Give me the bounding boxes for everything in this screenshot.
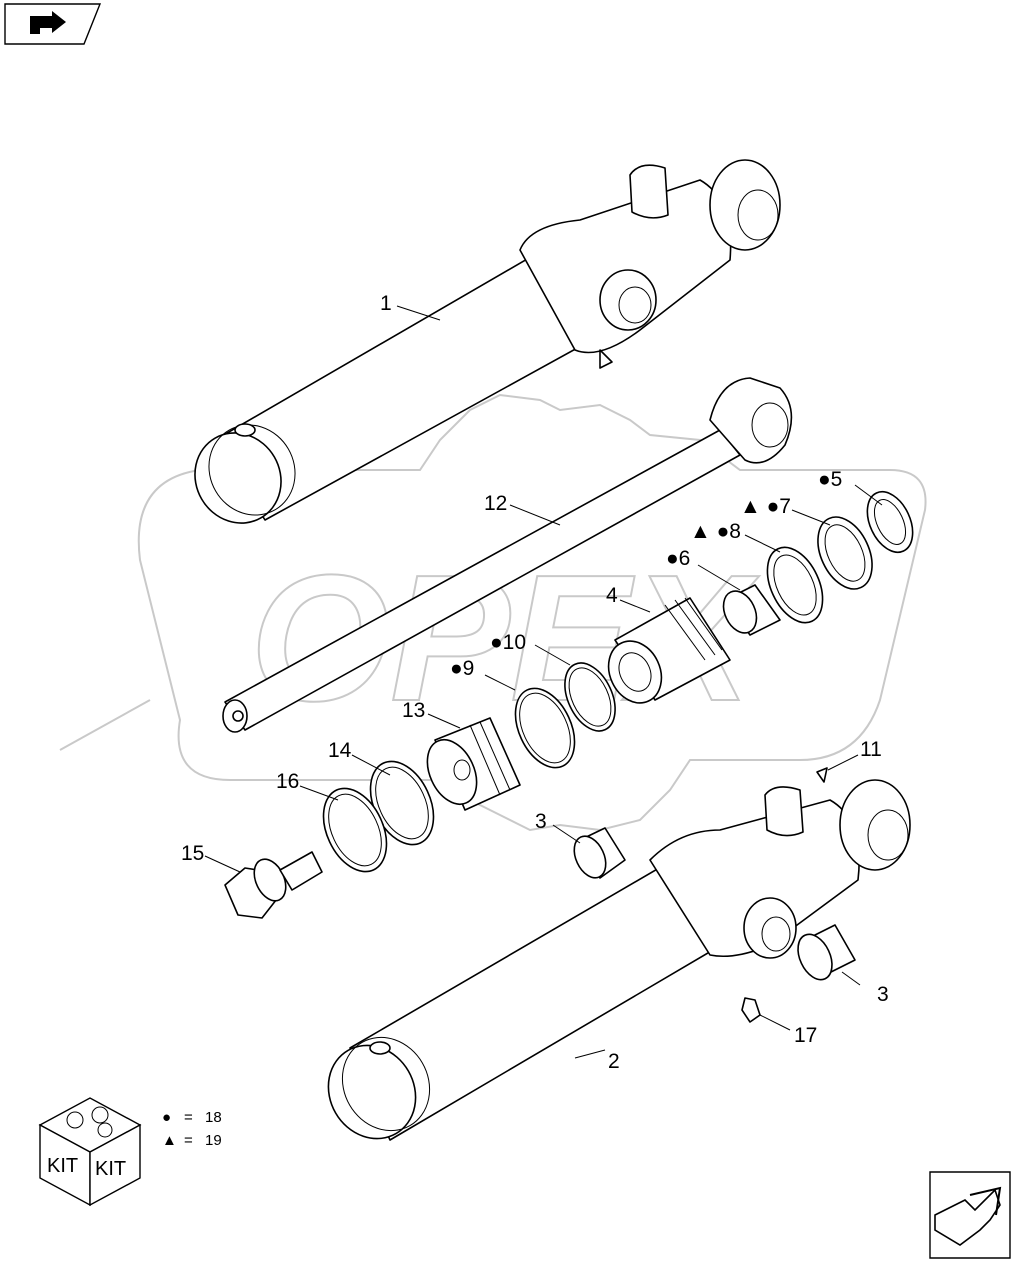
legend-eq-2: = (184, 1132, 193, 1149)
callout-10: ●10 (490, 631, 526, 654)
callout-4: 4 (606, 584, 618, 607)
cylinder-2 (327, 779, 911, 1141)
callouts: 1 2 3 3 4 ●5 ●6 ▲ ●7 ▲ ●8 ●9 ●10 11 12 1… (181, 292, 889, 1073)
callout-1: 1 (380, 292, 392, 315)
callout-16: 16 (276, 770, 299, 793)
legend-symbol-1: ● (162, 1109, 171, 1126)
ring-9 (514, 687, 576, 769)
seal-7 (817, 516, 873, 590)
cylinder-1 (194, 159, 781, 524)
bushing-3b (797, 924, 856, 981)
bushing-3a (573, 827, 626, 879)
seal-8 (766, 546, 824, 624)
callout-3a: 3 (535, 810, 547, 833)
ring-14 (369, 760, 435, 846)
callout-6: ●6 (666, 547, 690, 570)
callout-15: 15 (181, 842, 204, 865)
forward-arrow-icon[interactable] (929, 1171, 1011, 1259)
kit-label-left: KIT (47, 1155, 78, 1177)
legend-value-1: 18 (205, 1109, 222, 1126)
back-arrow-icon[interactable] (4, 3, 102, 45)
fitting-11 (816, 767, 828, 783)
callout-9: ●9 (450, 657, 474, 680)
leader-lines (204, 305, 883, 1059)
kit-label-right: KIT (95, 1158, 126, 1180)
legend-eq-1: = (184, 1109, 193, 1126)
piston-13 (426, 717, 521, 811)
bolt-15 (224, 851, 323, 919)
fitting-17 (741, 997, 761, 1023)
gland-4 (607, 597, 731, 704)
ring-16 (322, 787, 388, 873)
callout-7: ▲ ●7 (740, 495, 791, 518)
seal-5 (866, 490, 914, 554)
callout-14: 14 (328, 739, 352, 762)
ring-10 (564, 662, 616, 732)
kit-legend: ● = 18 ▲ = 19 (162, 1109, 222, 1149)
callout-17: 17 (794, 1024, 817, 1047)
callout-5: ●5 (818, 468, 842, 491)
callout-2: 2 (608, 1050, 620, 1073)
callout-12: 12 (484, 492, 507, 515)
callout-11: 11 (860, 738, 882, 761)
legend-symbol-2: ▲ (162, 1132, 177, 1149)
piston-rod-12 (222, 377, 793, 733)
bushing-6 (722, 584, 781, 636)
legend-value-2: 19 (205, 1132, 222, 1149)
callout-13: 13 (402, 699, 425, 722)
callout-3b: 3 (877, 983, 889, 1006)
kit-box-icon: KIT KIT (38, 1097, 142, 1207)
callout-8: ▲ ●8 (690, 520, 741, 543)
